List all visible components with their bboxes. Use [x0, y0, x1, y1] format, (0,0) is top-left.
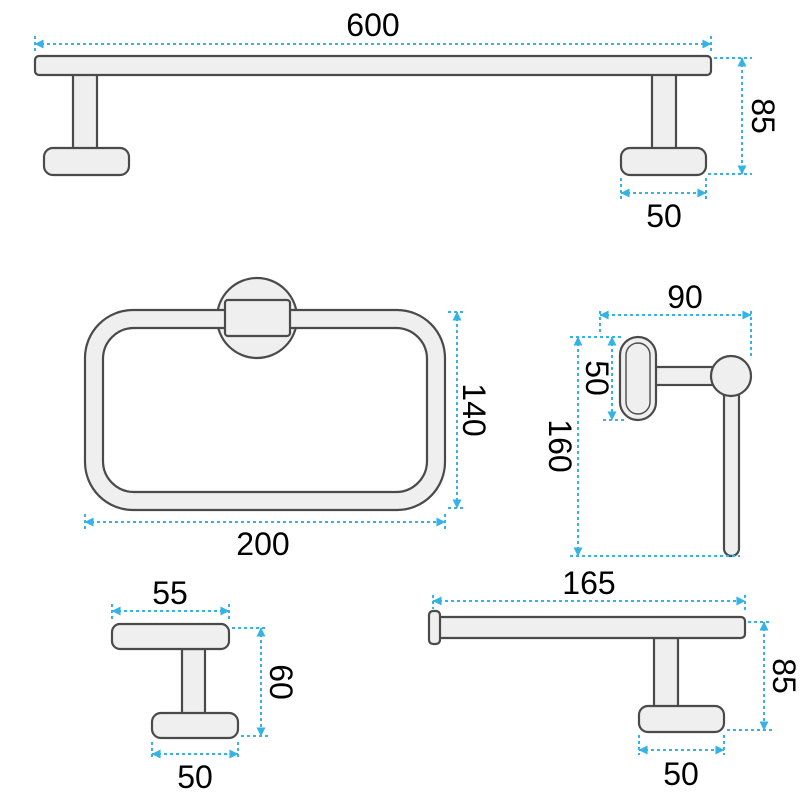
robe-hook-post	[180, 647, 207, 717]
paper-holder-base	[637, 704, 726, 734]
towel-bar-rail	[33, 54, 713, 77]
robe-hook-drawing: 55 60 50	[110, 575, 299, 795]
dim-label-towel-ring-width: 200	[236, 526, 289, 562]
dim-label-robe-hook-base: 50	[177, 759, 213, 795]
towel-ring-loop	[83, 308, 447, 512]
towel-bar-right-base	[619, 146, 708, 177]
towel-holder-pivot	[709, 354, 753, 398]
towel-bar-right-post	[650, 72, 678, 152]
towel-ring-bracket	[223, 298, 292, 338]
dim-label-towel-holder-plate: 50	[579, 360, 615, 396]
paper-holder-end-cap	[427, 609, 442, 646]
towel-holder-wall-plate	[618, 335, 658, 422]
paper-holder-drawing: 165 85 50	[427, 565, 800, 792]
robe-hook-base	[150, 711, 240, 740]
dim-label-paper-holder-base: 50	[663, 756, 699, 792]
robe-hook-top-bar	[110, 622, 231, 651]
towel-holder-drawing: 90 50 160	[542, 279, 753, 558]
dim-label-towel-ring-height: 140	[456, 383, 492, 436]
dim-label-towel-holder-width: 90	[667, 279, 703, 315]
dim-label-towel-bar-height: 85	[745, 98, 781, 134]
paper-holder-post	[652, 636, 680, 710]
dim-label-towel-holder-height: 160	[542, 419, 578, 472]
dim-label-robe-hook-height: 60	[263, 664, 299, 700]
dim-label-paper-holder-height: 85	[766, 658, 800, 694]
dim-label-towel-bar-length: 600	[346, 7, 399, 43]
paper-holder-bar	[435, 615, 747, 640]
dim-label-paper-holder-length: 165	[562, 565, 615, 601]
towel-bar-left-post	[71, 72, 99, 152]
towel-holder-hanging-bar	[722, 374, 741, 558]
towel-bar-drawing: 600 85 50	[33, 7, 781, 234]
dim-label-robe-hook-width: 55	[152, 575, 188, 611]
dim-label-towel-bar-base: 50	[646, 198, 682, 234]
towel-holder-plate-detail	[625, 342, 651, 415]
towel-bar-left-base	[42, 146, 131, 177]
towel-ring-drawing: 140 200	[83, 276, 492, 562]
